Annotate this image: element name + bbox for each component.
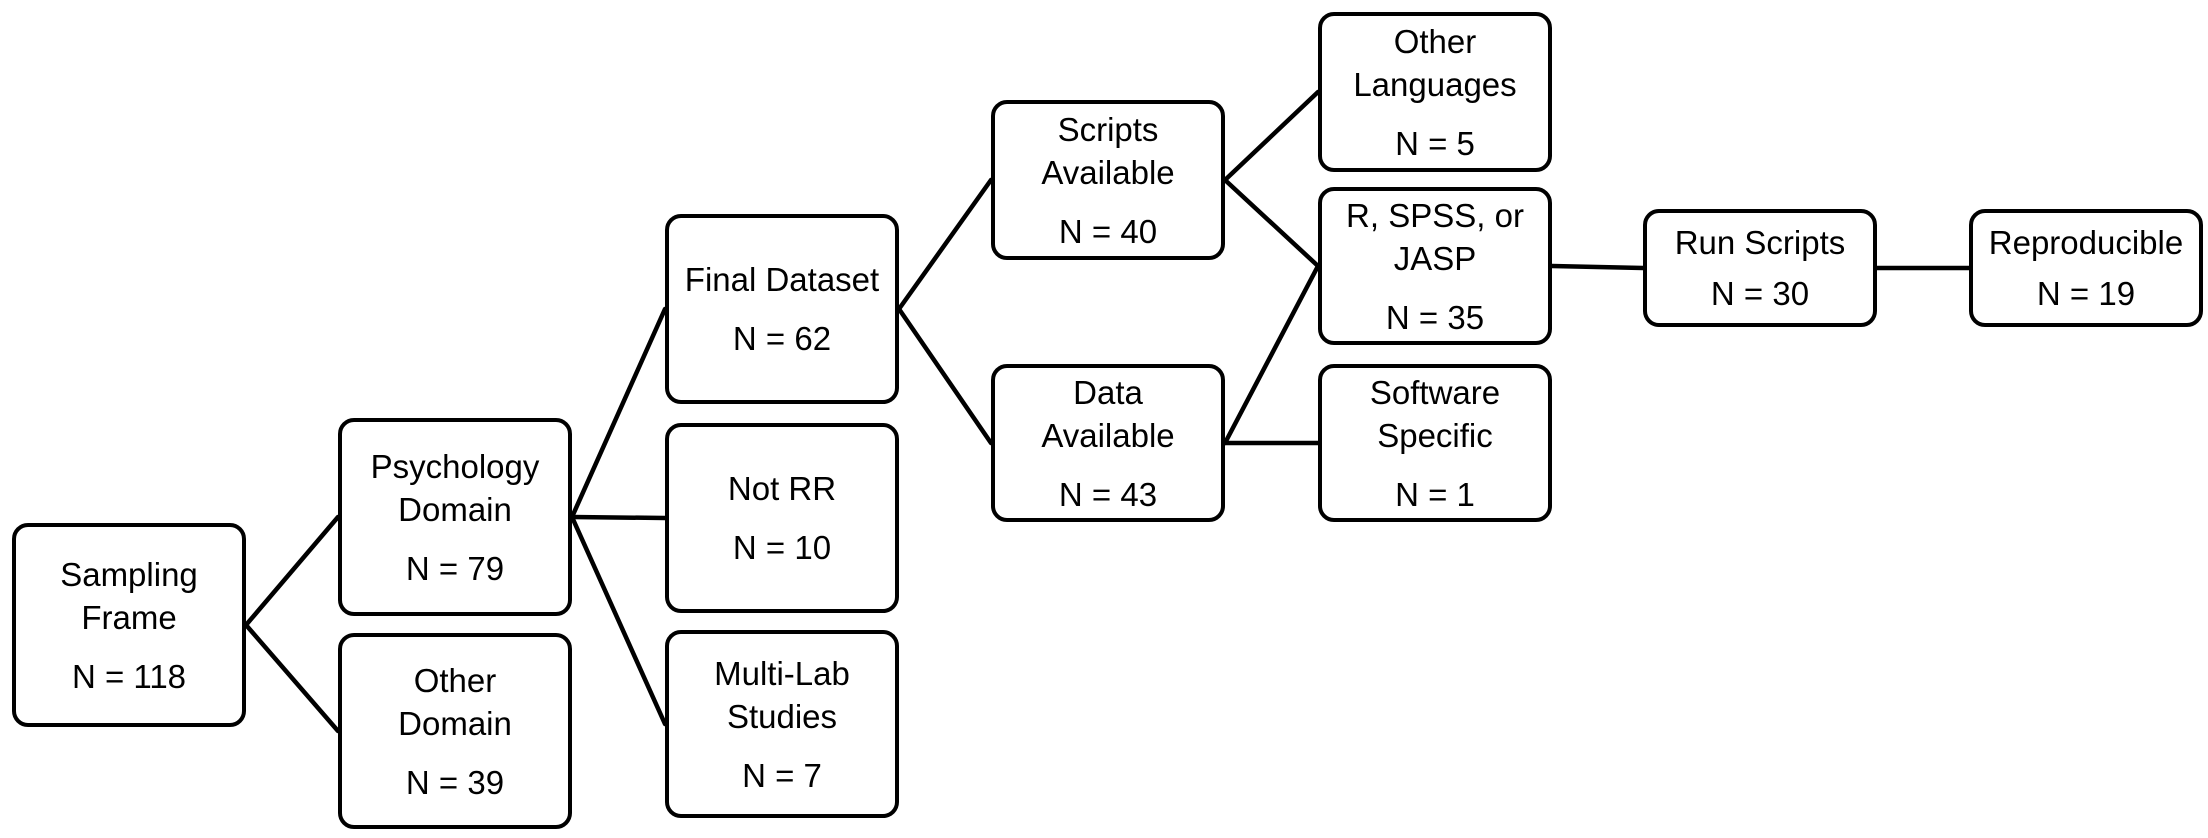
- connector-final_dataset-to-scripts_available: [896, 177, 994, 312]
- node-label-line: Psychology: [370, 447, 540, 485]
- r-spss-jasp-box: R, SPSS, or JASP N = 35: [1318, 187, 1552, 345]
- node-label-line: Sampling: [60, 555, 198, 593]
- scripts-available-box: Scripts Available N = 40: [991, 100, 1225, 260]
- node-count: N = 62: [732, 320, 832, 357]
- node-label-line: Scripts: [1057, 110, 1159, 148]
- node-label-line: Other: [413, 661, 497, 699]
- connector-psychology_domain-to-multi_lab_studies: [569, 514, 668, 727]
- node-count: N = 5: [1395, 124, 1475, 162]
- multi-lab-studies-box: Multi-Lab Studies N = 7: [665, 630, 899, 818]
- node-count: N = 39: [405, 763, 505, 801]
- node-label-line: Studies: [726, 697, 838, 735]
- connector-scripts_available-to-r_spss_jasp: [1222, 177, 1321, 269]
- node-count: N = 10: [732, 529, 832, 566]
- node-label-line: Languages: [1353, 65, 1517, 103]
- connector-sampling_frame-to-other_domain: [243, 622, 341, 734]
- connector-psychology_domain-to-final_dataset: [569, 306, 668, 520]
- data-available-box: Data Available N = 43: [991, 364, 1225, 522]
- node-label-line: Other: [1393, 22, 1477, 60]
- node-count: N = 19: [2036, 275, 2136, 312]
- reproducible-box: Reproducible N = 19: [1969, 209, 2203, 327]
- node-count: N = 7: [742, 756, 822, 794]
- node-count: N = 40: [1058, 212, 1158, 250]
- psychology-domain-box: Psychology Domain N = 79: [338, 418, 572, 616]
- node-label-line: Data: [1073, 373, 1143, 411]
- final-dataset-box: Final Dataset N = 62: [665, 214, 899, 404]
- other-languages-box: Other Languages N = 5: [1318, 12, 1552, 172]
- node-label-line: Domain: [398, 704, 512, 742]
- connector-final_dataset-to-data_available: [896, 306, 994, 446]
- connector-data_available-to-r_spss_jasp: [1222, 263, 1321, 446]
- connector-sampling_frame-to-psychology_domain: [243, 514, 341, 628]
- connector-psychology_domain-to-not_rr: [569, 514, 668, 521]
- node-label-line: Reproducible: [1988, 224, 2184, 261]
- other-domain-box: Other Domain N = 39: [338, 633, 572, 829]
- node-label-line: Domain: [398, 490, 512, 528]
- node-count: N = 35: [1385, 298, 1485, 336]
- node-label-line: Available: [1041, 416, 1175, 454]
- node-label-line: JASP: [1393, 239, 1477, 277]
- connector-r_spss_jasp-to-run_scripts: [1549, 263, 1646, 271]
- node-count: N = 1: [1395, 475, 1475, 513]
- node-label-line: Final Dataset: [684, 261, 880, 298]
- connector-scripts_available-to-other_languages: [1222, 89, 1321, 183]
- sampling-frame-box: Sampling Frame N = 118: [12, 523, 246, 727]
- not-rr-box: Not RR N = 10: [665, 423, 899, 613]
- node-label-line: Frame: [81, 598, 177, 636]
- node-label-line: Multi-Lab: [714, 654, 850, 692]
- node-label-line: Available: [1041, 153, 1175, 191]
- node-label-line: R, SPSS, or: [1346, 196, 1524, 234]
- node-label-line: Software: [1369, 373, 1501, 411]
- node-label-line: Run Scripts: [1674, 224, 1846, 261]
- node-count: N = 79: [405, 549, 505, 587]
- node-count: N = 118: [71, 657, 187, 695]
- software-specific-box: Software Specific N = 1: [1318, 364, 1552, 522]
- node-count: N = 30: [1710, 275, 1810, 312]
- run-scripts-box: Run Scripts N = 30: [1643, 209, 1877, 327]
- node-label-line: Specific: [1377, 416, 1493, 454]
- node-count: N = 43: [1058, 475, 1158, 513]
- node-label-line: Not RR: [727, 470, 837, 507]
